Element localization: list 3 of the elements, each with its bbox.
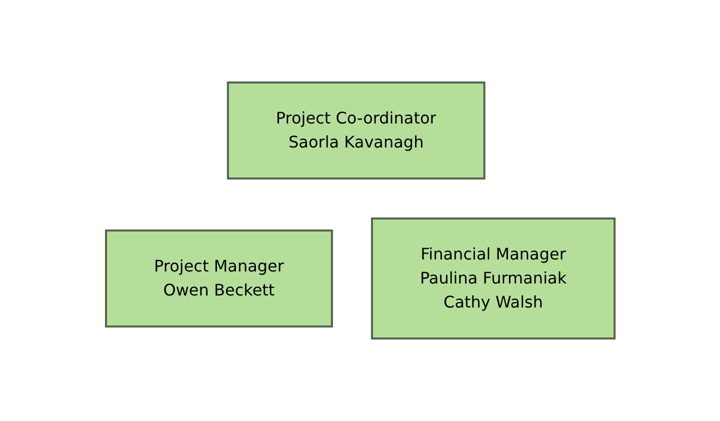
node-box: Project Co-ordinator Saorla Kavanagh	[226, 82, 486, 180]
node-box: Project Manager Owen Beckett	[104, 230, 333, 328]
node-box: Financial Manager Paulina Furmaniak Cathy Walsh	[370, 218, 616, 340]
